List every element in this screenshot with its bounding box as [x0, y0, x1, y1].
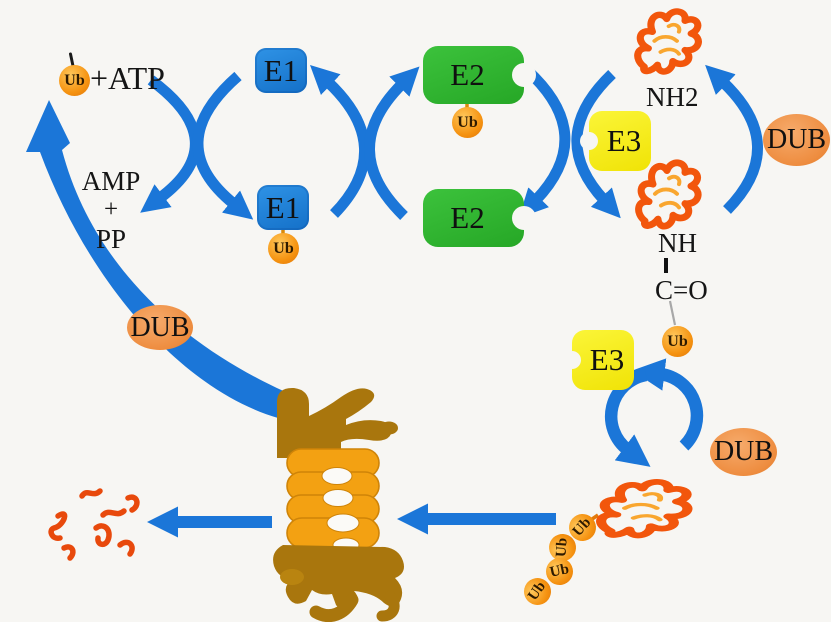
- dub-label: DUB: [713, 436, 774, 467]
- carbonyl-label: C=O: [655, 275, 708, 305]
- nh-label: NH: [658, 228, 697, 258]
- arrow-e2-down: [518, 65, 571, 218]
- substrate-protein-middle: [639, 163, 699, 226]
- amp-label: AMP: [81, 166, 141, 196]
- e2-label: E2: [450, 200, 485, 235]
- e3-box-bottom: E3: [572, 330, 634, 390]
- e1-label: E1: [265, 189, 301, 225]
- arrow-substrate-up: [705, 64, 763, 214]
- ub-label: Ub: [273, 239, 294, 257]
- dub-ellipse-left: DUB: [127, 305, 193, 350]
- proteasome-cap-bottom: [273, 545, 404, 612]
- ub-label: Ub: [64, 71, 85, 89]
- polyubiquitination-cycle: [604, 358, 704, 467]
- e2-box-top: E2: [423, 46, 524, 104]
- e3-label: E3: [606, 123, 642, 158]
- ub-label: Ub: [569, 514, 595, 540]
- e1-box-bottom: E1: [257, 185, 309, 230]
- e3-label: E3: [589, 342, 625, 377]
- ub-on-e1: Ub: [268, 233, 299, 264]
- arrow-atp-down: [140, 75, 201, 213]
- arrow-e1-up: [310, 65, 370, 218]
- proteasome: [273, 387, 404, 622]
- ub-label: Ub: [667, 332, 688, 350]
- dub-ellipse-top-right: DUB: [763, 114, 830, 166]
- degraded-peptides: [48, 488, 140, 561]
- ub-atp-circle: Ub: [59, 65, 90, 96]
- proteasome-cap-top-knob: [380, 421, 398, 435]
- substrate-protein-top: [638, 11, 699, 71]
- dub-ellipse-bottom-right: DUB: [710, 428, 777, 476]
- dub-label: DUB: [766, 124, 827, 155]
- e3-box-top: E3: [589, 111, 651, 171]
- cycle-crescent-arrows: [140, 64, 763, 220]
- arrow-e2-up: [364, 66, 420, 220]
- cycle-arc-right: [632, 358, 704, 451]
- e1-label: E1: [263, 52, 299, 88]
- ub-on-substrate: Ub: [662, 326, 693, 357]
- ub-atp-stem: [69, 52, 75, 68]
- plus-label: +: [103, 196, 119, 223]
- polyubiquitinated-protein: [601, 482, 687, 536]
- pp-label: PP: [95, 224, 127, 254]
- e2-box-bottom: E2: [423, 189, 524, 247]
- atp-label: +ATP: [90, 60, 165, 96]
- carbonyl-ub-bond: [668, 300, 677, 326]
- ub-label: Ub: [548, 561, 571, 581]
- proteasome-cap-bottom-knob: [280, 569, 304, 585]
- e2-label: E2: [450, 57, 485, 92]
- nh-carbonyl-bond: [664, 258, 668, 273]
- e1-box-top: E1: [255, 48, 307, 93]
- recycle-arrow: [26, 100, 290, 418]
- ub-on-e2: Ub: [452, 107, 483, 138]
- dub-label: DUB: [130, 311, 190, 343]
- arrow-e1-down: [192, 71, 254, 220]
- ub-label: Ub: [525, 578, 550, 604]
- proteasome-cap-top: [276, 387, 392, 458]
- nh2-label: NH2: [646, 82, 699, 112]
- proteasome-barrel-holes: [321, 467, 360, 553]
- proteasome-cap-bottom-arm: [309, 593, 359, 622]
- arrow-substrate-down: [571, 70, 621, 219]
- proteasome-cap-bottom-arm2: [376, 590, 400, 622]
- ub-label: Ub: [553, 537, 571, 558]
- ub-label: Ub: [457, 113, 478, 131]
- cycle-arc-left: [604, 368, 651, 467]
